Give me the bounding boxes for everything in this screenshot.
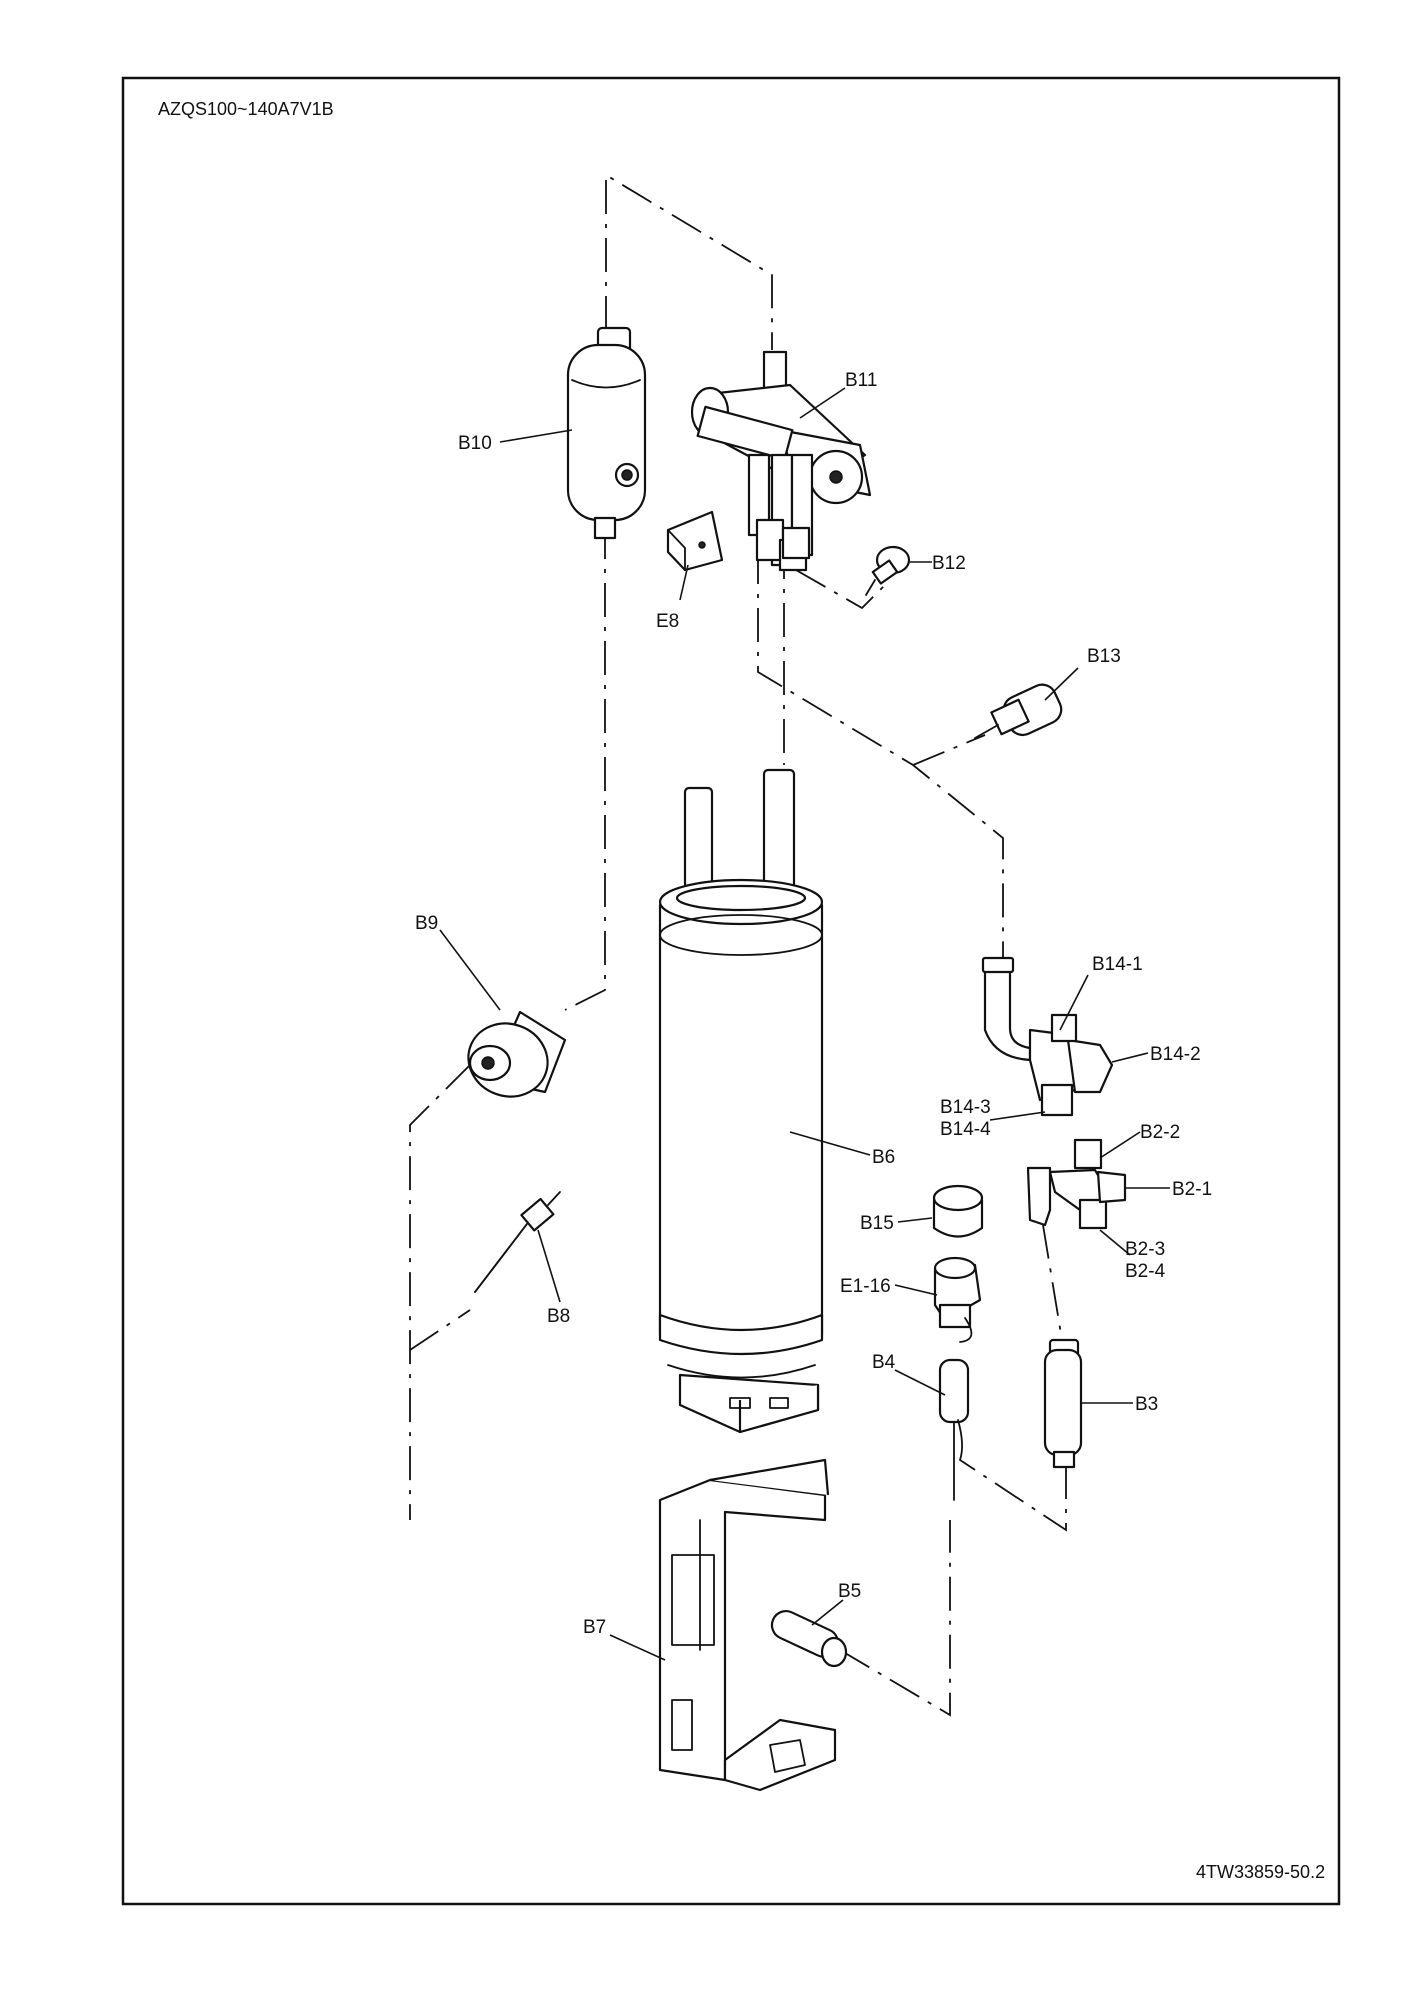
- label-b5: B5: [838, 1581, 861, 1602]
- label-e8: E8: [656, 611, 679, 632]
- part-b14-valve: [981, 956, 1114, 1117]
- part-e1-16: [933, 1256, 982, 1343]
- connection-lines: [409, 173, 1067, 1717]
- part-b4: [938, 1358, 970, 1501]
- label-b14-1: B14-1: [1092, 954, 1143, 975]
- chain-b8-left: [409, 1309, 471, 1351]
- chain-b3-to-b4: [959, 1459, 1067, 1532]
- part-b5: [770, 1610, 848, 1668]
- drawing-frame: [121, 76, 1341, 1906]
- part-b7-bracket: [658, 1458, 837, 1792]
- label-b8: B8: [547, 1306, 570, 1327]
- drawing-number: 4TW33859-50.2: [1196, 1862, 1325, 1882]
- part-b15: [932, 1184, 984, 1238]
- part-b10: [566, 326, 647, 540]
- label-b2-4: B2-4: [1125, 1261, 1166, 1282]
- chain-b11-to-b12: [795, 569, 886, 610]
- label-b2-3: B2-3: [1125, 1239, 1165, 1260]
- chain-b9-to-b8: [409, 1064, 471, 1520]
- model-title: AZQS100~140A7V1B: [158, 99, 334, 119]
- label-b13: B13: [1087, 646, 1121, 667]
- label-b14-3: B14-3: [940, 1097, 991, 1118]
- label-b2-2: B2-2: [1140, 1122, 1180, 1143]
- label-b15: B15: [860, 1213, 894, 1234]
- chain-b5-to-main: [839, 1520, 951, 1717]
- label-b9: B9: [415, 913, 438, 934]
- part-b8: [474, 1191, 561, 1293]
- part-labels: B10 B11 E8 B12 B13 B9 B14-1 B14-2 B14-3 …: [415, 370, 1212, 1638]
- label-b3: B3: [1135, 1394, 1158, 1415]
- label-b11: B11: [845, 370, 877, 391]
- label-b10: B10: [458, 433, 492, 454]
- label-b6: B6: [872, 1147, 895, 1168]
- part-e8: [666, 510, 724, 572]
- part-b13: [974, 683, 1063, 739]
- label-e1-16: E1-16: [840, 1276, 891, 1297]
- label-b14-2: B14-2: [1150, 1044, 1201, 1065]
- chain-b10-to-b11: [605, 173, 773, 350]
- part-b12: [865, 545, 911, 596]
- chain-b10-to-b9: [564, 525, 606, 1011]
- chain-b2-to-b3: [1042, 1224, 1063, 1341]
- part-b11: [690, 350, 872, 572]
- label-b14-4: B14-4: [940, 1119, 991, 1140]
- part-b3: [1043, 1338, 1083, 1469]
- part-b6-compressor: [658, 768, 824, 1434]
- part-b9: [467, 1010, 567, 1098]
- label-b4: B4: [872, 1352, 896, 1373]
- label-b12: B12: [932, 553, 966, 574]
- label-b2-1: B2-1: [1172, 1179, 1212, 1200]
- part-b2-valve: [1026, 1138, 1127, 1230]
- label-b7: B7: [583, 1617, 606, 1638]
- leader-lines: [439, 387, 1170, 1661]
- chain-b13-to-line: [912, 734, 986, 766]
